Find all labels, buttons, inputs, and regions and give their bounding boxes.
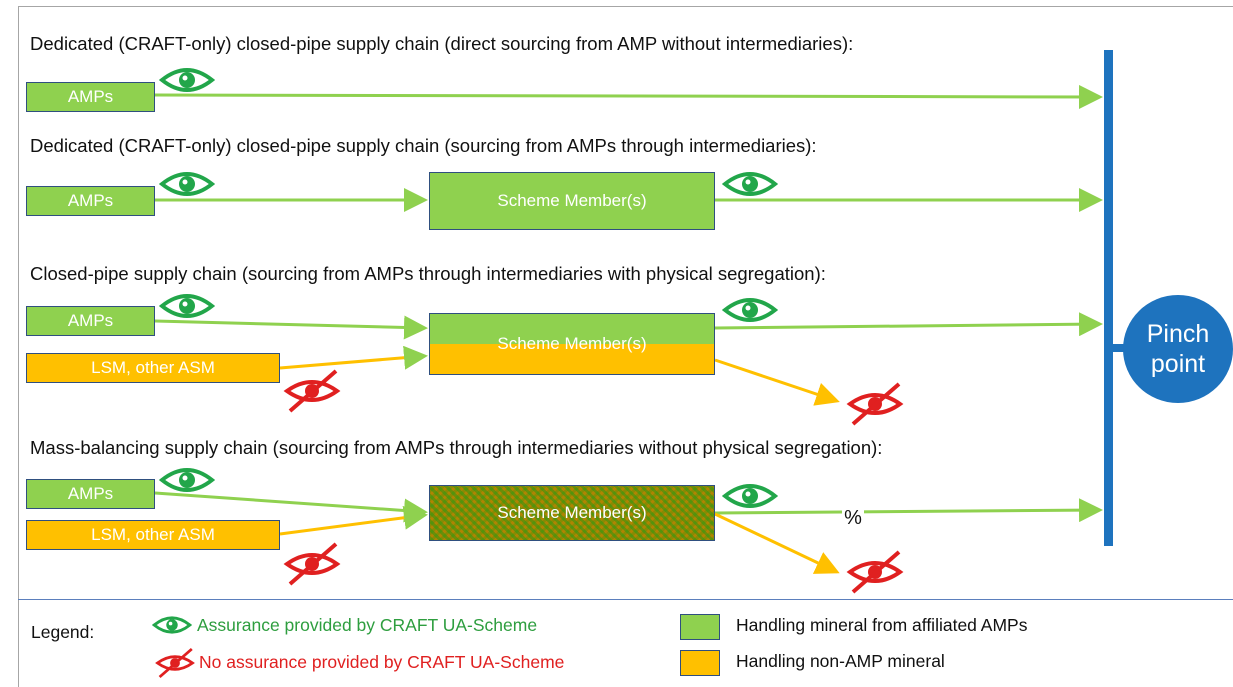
- crossed-eye-icon: [846, 382, 904, 426]
- arrow-s4-member-to-out: [714, 512, 840, 574]
- legend-no-assurance: No assurance provided by CRAFT UA-Scheme: [199, 652, 565, 672]
- eye-icon: [159, 468, 215, 492]
- eye-icon: [159, 172, 215, 196]
- section-title-3: Closed-pipe supply chain (sourcing from …: [30, 263, 826, 284]
- legend-orange-swatch: [680, 650, 720, 676]
- pinch-label-2: point: [1150, 350, 1206, 378]
- eye-icon: [159, 68, 215, 92]
- legend-green-swatch: [680, 614, 720, 640]
- arrow-s3-amps-to-member: [154, 315, 428, 340]
- arrow-s4-lsm-to-member: [279, 505, 428, 536]
- section-title-1: Dedicated (CRAFT-only) closed-pipe suppl…: [30, 33, 854, 54]
- section-title-2: Dedicated (CRAFT-only) closed-pipe suppl…: [30, 135, 817, 156]
- crossed-eye-icon: [283, 542, 341, 586]
- eye-icon: [152, 616, 192, 634]
- crossed-eye-icon: [283, 369, 341, 413]
- legend-orange-label: Handling non-AMP mineral: [736, 651, 945, 671]
- pinch-bar: [1104, 50, 1113, 546]
- lsm-box: LSM, other ASM: [26, 520, 280, 550]
- pinch-label-1: Pinch: [1146, 320, 1210, 348]
- percent-label: %: [842, 505, 864, 531]
- legend-label: Legend:: [31, 622, 95, 642]
- pinch-point: Pinch point: [1123, 295, 1233, 403]
- crossed-eye-icon: [846, 550, 904, 594]
- crossed-eye-icon: [155, 647, 195, 679]
- scheme-member-box: Scheme Member(s): [429, 313, 715, 375]
- arrow-s3-member-to-out: [714, 358, 840, 406]
- eye-icon: [722, 172, 778, 196]
- amps-box: AMPs: [26, 82, 155, 112]
- arrow-s3-lsm-to-member: [279, 345, 428, 370]
- diagram-frame: [18, 6, 1233, 687]
- amps-box: AMPs: [26, 186, 155, 216]
- eye-icon: [722, 484, 778, 508]
- legend-green-label: Handling mineral from affiliated AMPs: [736, 615, 1028, 635]
- scheme-member-box: Scheme Member(s): [429, 485, 715, 541]
- arrow-s3-member-to-pinch: [714, 312, 1103, 337]
- eye-icon: [159, 294, 215, 318]
- legend-divider: [18, 599, 1233, 600]
- lsm-box: LSM, other ASM: [26, 353, 280, 383]
- eye-icon: [722, 298, 778, 322]
- amps-box: AMPs: [26, 306, 155, 336]
- arrow-s4-member-to-pinch: [714, 498, 1103, 523]
- scheme-member-box: Scheme Member(s): [429, 172, 715, 230]
- legend-assurance: Assurance provided by CRAFT UA-Scheme: [197, 615, 538, 635]
- amps-box: AMPs: [26, 479, 155, 509]
- section-title-4: Mass-balancing supply chain (sourcing fr…: [30, 437, 883, 458]
- arrow-s1-amps-to-pinch: [154, 84, 1103, 109]
- arrow-s4-amps-to-member: [154, 491, 428, 523]
